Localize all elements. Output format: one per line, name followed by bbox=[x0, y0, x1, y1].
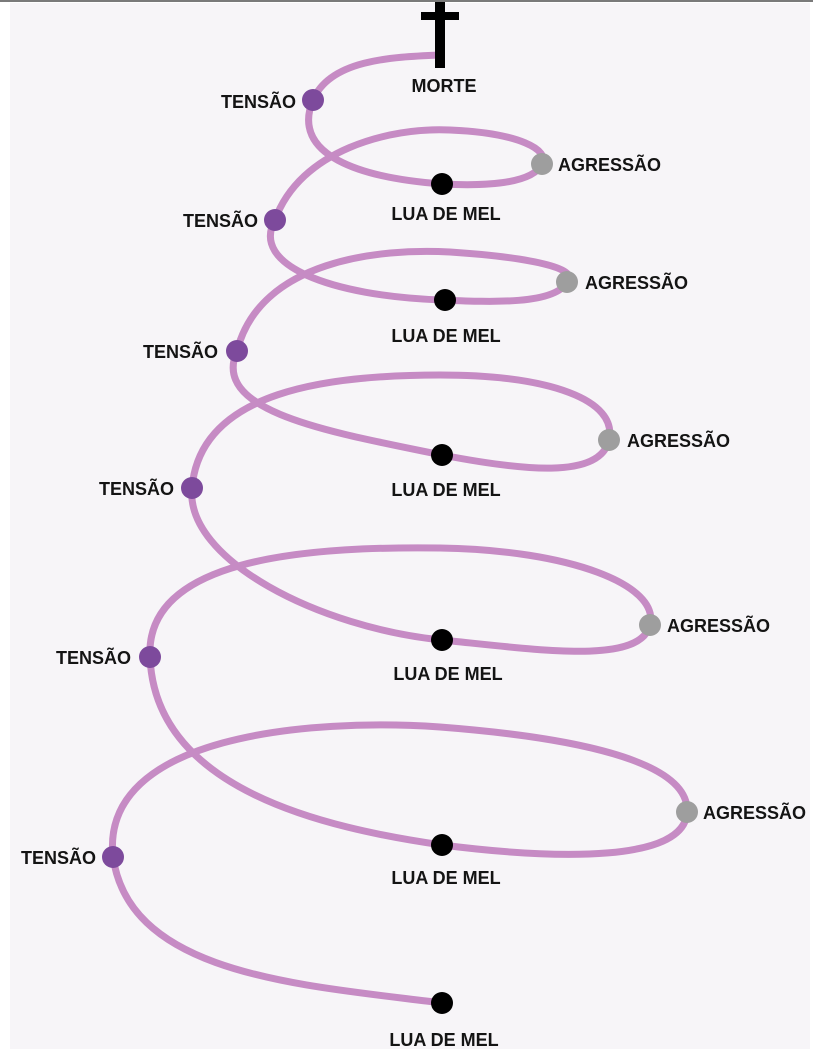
tension-dot bbox=[302, 89, 324, 111]
tension-dot bbox=[264, 209, 286, 231]
honeymoon-dot bbox=[431, 834, 453, 856]
aggression-label: AGRESSÃO bbox=[627, 430, 730, 451]
aggression-dot bbox=[598, 429, 620, 451]
cross-vertical bbox=[435, 2, 445, 68]
start-honeymoon-dot bbox=[431, 992, 453, 1014]
tension-dot bbox=[102, 846, 124, 868]
spiral-line bbox=[109, 51, 691, 1007]
aggression-dot bbox=[676, 801, 698, 823]
cross-icon bbox=[421, 2, 459, 68]
death-label: MORTE bbox=[412, 76, 477, 96]
aggression-label: AGRESSÃO bbox=[667, 615, 770, 636]
aggression-dot bbox=[531, 153, 553, 175]
tension-label: TENSÃO bbox=[143, 341, 218, 362]
tension-label: TENSÃO bbox=[21, 847, 96, 868]
aggression-label: AGRESSÃO bbox=[703, 802, 806, 823]
honeymoon-label: LUA DE MEL bbox=[391, 204, 500, 224]
tension-dot bbox=[181, 477, 203, 499]
honeymoon-label: LUA DE MEL bbox=[391, 480, 500, 500]
cross-horizontal bbox=[421, 12, 459, 20]
honeymoon-dot bbox=[431, 444, 453, 466]
honeymoon-dot bbox=[431, 173, 453, 195]
start-honeymoon-label: LUA DE MEL bbox=[389, 1030, 498, 1050]
honeymoon-dot bbox=[431, 629, 453, 651]
aggression-dot bbox=[639, 614, 661, 636]
honeymoon-label: LUA DE MEL bbox=[393, 664, 502, 684]
aggression-dot bbox=[556, 271, 578, 293]
tension-label: TENSÃO bbox=[99, 478, 174, 499]
tension-label: TENSÃO bbox=[221, 91, 296, 112]
honeymoon-label: LUA DE MEL bbox=[391, 868, 500, 888]
tension-label: TENSÃO bbox=[183, 210, 258, 231]
honeymoon-label: LUA DE MEL bbox=[391, 326, 500, 346]
tension-dot bbox=[226, 340, 248, 362]
top-border bbox=[0, 0, 813, 2]
aggression-label: AGRESSÃO bbox=[585, 272, 688, 293]
tension-label: TENSÃO bbox=[56, 647, 131, 668]
honeymoon-dot bbox=[434, 289, 456, 311]
tension-dot bbox=[139, 646, 161, 668]
aggression-label: AGRESSÃO bbox=[558, 154, 661, 175]
